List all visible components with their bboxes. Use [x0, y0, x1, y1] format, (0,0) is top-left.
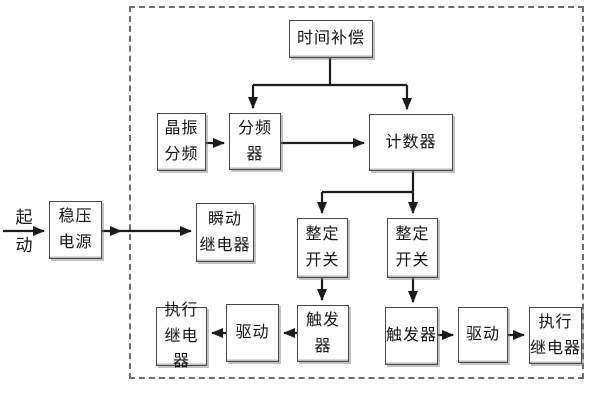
block-setting-switch-left-label: 整定 开关	[305, 226, 340, 269]
block-exec-relay-left: 执行 继电器	[156, 302, 207, 370]
block-exec-relay-left-label: 执行 继电器	[164, 302, 199, 371]
dashed-boundary	[129, 6, 584, 379]
block-drive-left-label: 驱动	[235, 324, 270, 342]
block-crystal-divider: 晶振 分频	[157, 113, 206, 171]
block-regulated-power: 稳压 电源	[49, 201, 102, 259]
block-drive-right-label: 驱动	[465, 326, 500, 344]
block-counter-label: 计数器	[385, 133, 437, 151]
block-trigger-left: 触发器	[297, 305, 349, 362]
block-drive-right: 驱动	[458, 307, 508, 363]
block-exec-relay-right: 执行 继电器	[529, 307, 582, 364]
block-regulated-power-label: 稳压 电源	[58, 208, 93, 251]
block-counter: 计数器	[369, 114, 453, 171]
block-setting-switch-right-label: 整定 开关	[395, 226, 430, 269]
block-setting-switch-right: 整定 开关	[387, 218, 438, 278]
start-label-text: 起 动	[15, 207, 33, 255]
block-drive-left: 驱动	[226, 304, 279, 362]
block-frequency-divider: 分频器	[229, 113, 281, 170]
block-trigger-right: 触发器	[385, 307, 438, 365]
start-label: 起 动	[6, 202, 42, 262]
block-crystal-divider-label: 晶振 分频	[164, 120, 199, 163]
block-frequency-divider-label: 分频器	[237, 119, 272, 163]
block-time-compensation-label: 时间补偿	[296, 30, 365, 48]
block-exec-relay-right-label: 执行 继电器	[530, 313, 582, 357]
block-trigger-left-label: 触发器	[305, 311, 340, 355]
block-instant-relay: 瞬动 继电器	[196, 203, 254, 262]
block-setting-switch-left: 整定 开关	[297, 218, 348, 278]
block-trigger-right-label: 触发器	[386, 327, 438, 345]
block-instant-relay-label: 瞬动 继电器	[199, 210, 251, 254]
block-time-compensation: 时间补偿	[289, 20, 373, 58]
